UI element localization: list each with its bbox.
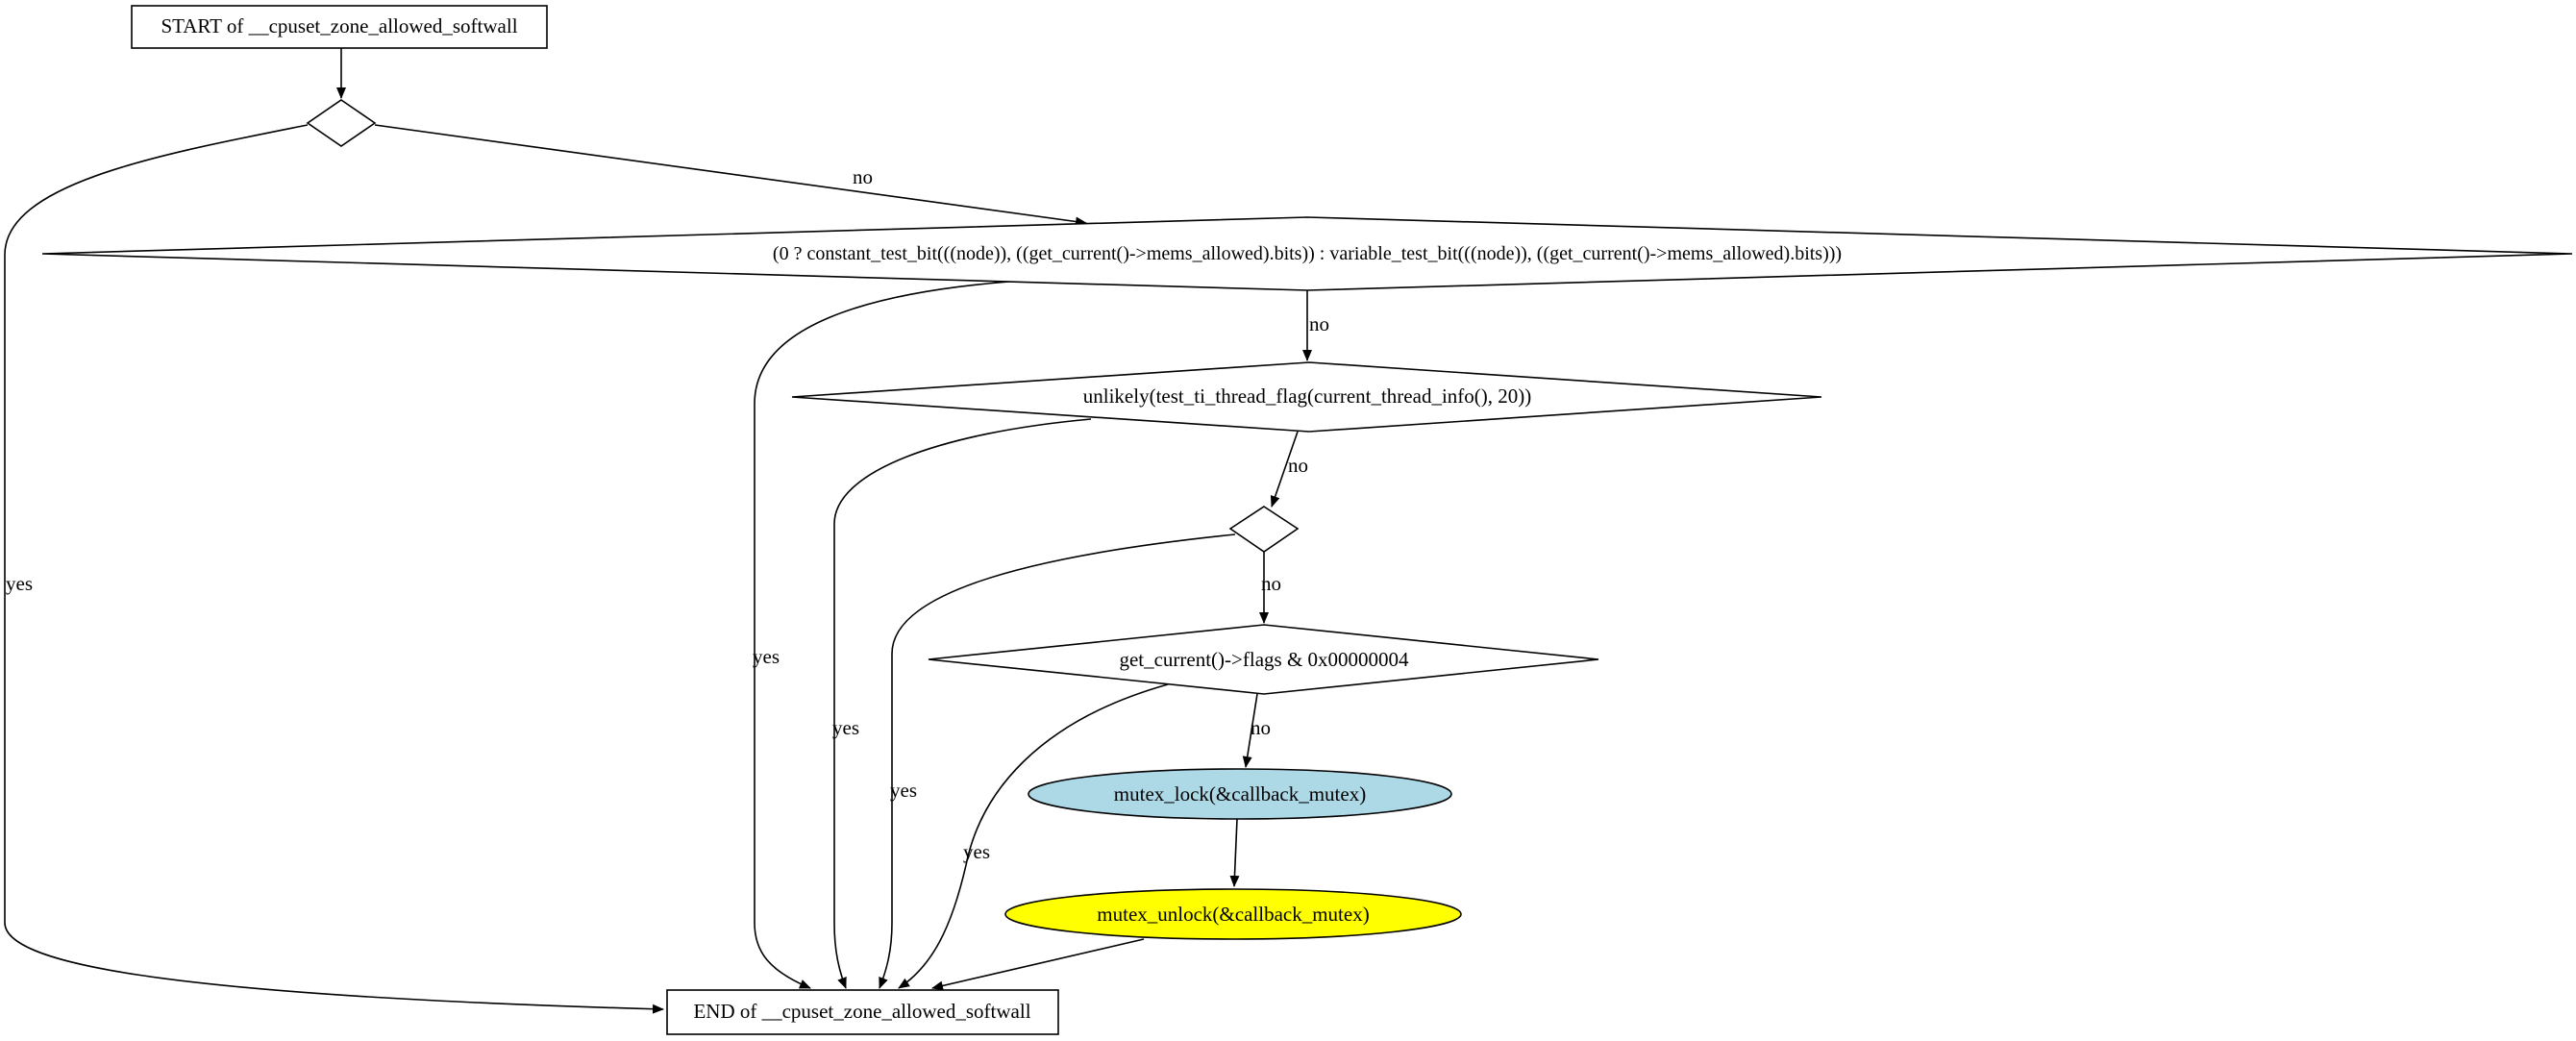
edge-label-decision-2-yes: yes [753,645,780,668]
edge-decision-3-no [1270,431,1299,508]
edge-decision-1-no [374,124,1087,227]
edge-label-decision-5-yes: yes [963,840,990,863]
edge-label-decision-4-no: no [1261,572,1281,595]
decision-node-5: get_current()->flags & 0x00000004 [928,624,1599,695]
end-node-label: END of __cpuset_zone_allowed_softwall [693,1000,1030,1023]
decision-node-2: (0 ? constant_test_bit(((node)), ((get_c… [41,216,2573,291]
decision-node-1 [306,99,377,147]
edge-unlock-to-end [931,938,1145,991]
mutex-lock-node-label: mutex_lock(&callback_mutex) [1114,782,1366,806]
edge-label-decision-5-no: no [1251,716,1271,739]
edge-decision-5-no [1242,693,1258,768]
decision-node-4 [1228,506,1300,553]
mutex-lock-node: mutex_lock(&callback_mutex) [1028,768,1452,820]
start-node: START of __cpuset_zone_allowed_softwall [131,5,548,49]
decision-node-3: unlikely(test_ti_thread_flag(current_thr… [791,361,1822,433]
edge-label-decision-4-yes: yes [890,779,917,802]
edge-label-decision-3-no: no [1288,454,1308,477]
decision-node-3-label: unlikely(test_ti_thread_flag(current_thr… [1083,384,1532,408]
edge-decision-5-yes [898,683,1169,989]
edge-lock-to-unlock [1229,818,1240,887]
edge-label-decision-1-no: no [853,165,873,188]
edge-decision-4-yes [879,533,1236,989]
decision-node-2-label: (0 ? constant_test_bit(((node)), ((get_c… [773,243,1842,264]
mutex-unlock-node: mutex_unlock(&callback_mutex) [1004,888,1462,940]
end-node: END of __cpuset_zone_allowed_softwall [666,989,1059,1035]
edges: no yes no yes no yes no yes no yes [4,48,1329,1014]
edge-decision-3-yes [833,418,1092,989]
edge-label-decision-3-yes: yes [832,716,859,739]
edge-label-decision-2-no: no [1309,312,1329,335]
decision-node-5-label: get_current()->flags & 0x00000004 [1119,648,1409,671]
edge-decision-1-yes [4,124,664,1014]
nodes: START of __cpuset_zone_allowed_softwall … [41,5,2573,1035]
mutex-unlock-node-label: mutex_unlock(&callback_mutex) [1097,903,1369,926]
start-node-label: START of __cpuset_zone_allowed_softwall [161,14,517,37]
edge-decision-2-yes [754,281,1010,989]
edge-label-decision-1-yes: yes [6,572,33,595]
